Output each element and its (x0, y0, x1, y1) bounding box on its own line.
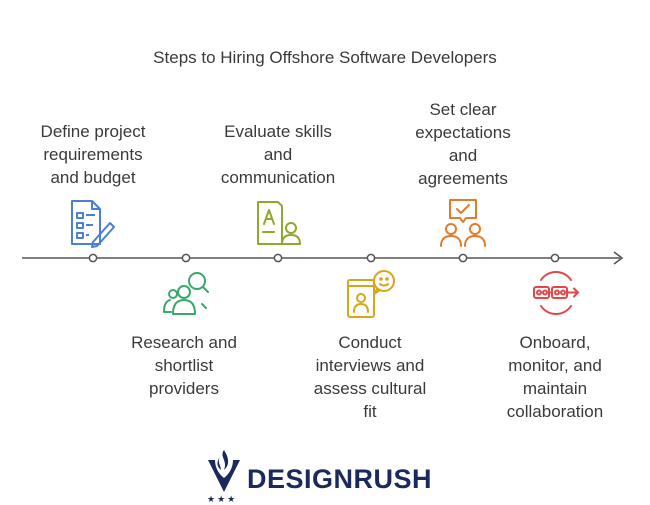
timeline-arrow-icon (613, 251, 624, 265)
designrush-wordmark: DESIGNRUSH (247, 464, 433, 494)
timeline-node (458, 253, 468, 263)
document-checklist-icon (71, 200, 115, 248)
timeline-node (88, 253, 98, 263)
interview-chat-icon (347, 270, 395, 318)
designrush-flame-icon (208, 450, 240, 492)
skill-assessment-icon (257, 201, 301, 245)
brand-stars: ★★★ (207, 494, 238, 504)
designrush-logo: DESIGNRUSH ★★★ (205, 446, 445, 504)
collaboration-link-icon (533, 271, 579, 315)
timeline-node (273, 253, 283, 263)
diagram-title: Steps to Hiring Offshore Software Develo… (153, 48, 497, 67)
user-search-icon (163, 272, 209, 315)
timeline-node (181, 253, 191, 263)
meeting-agreement-icon (440, 199, 486, 247)
timeline-node (550, 253, 560, 263)
timeline-node (366, 253, 376, 263)
